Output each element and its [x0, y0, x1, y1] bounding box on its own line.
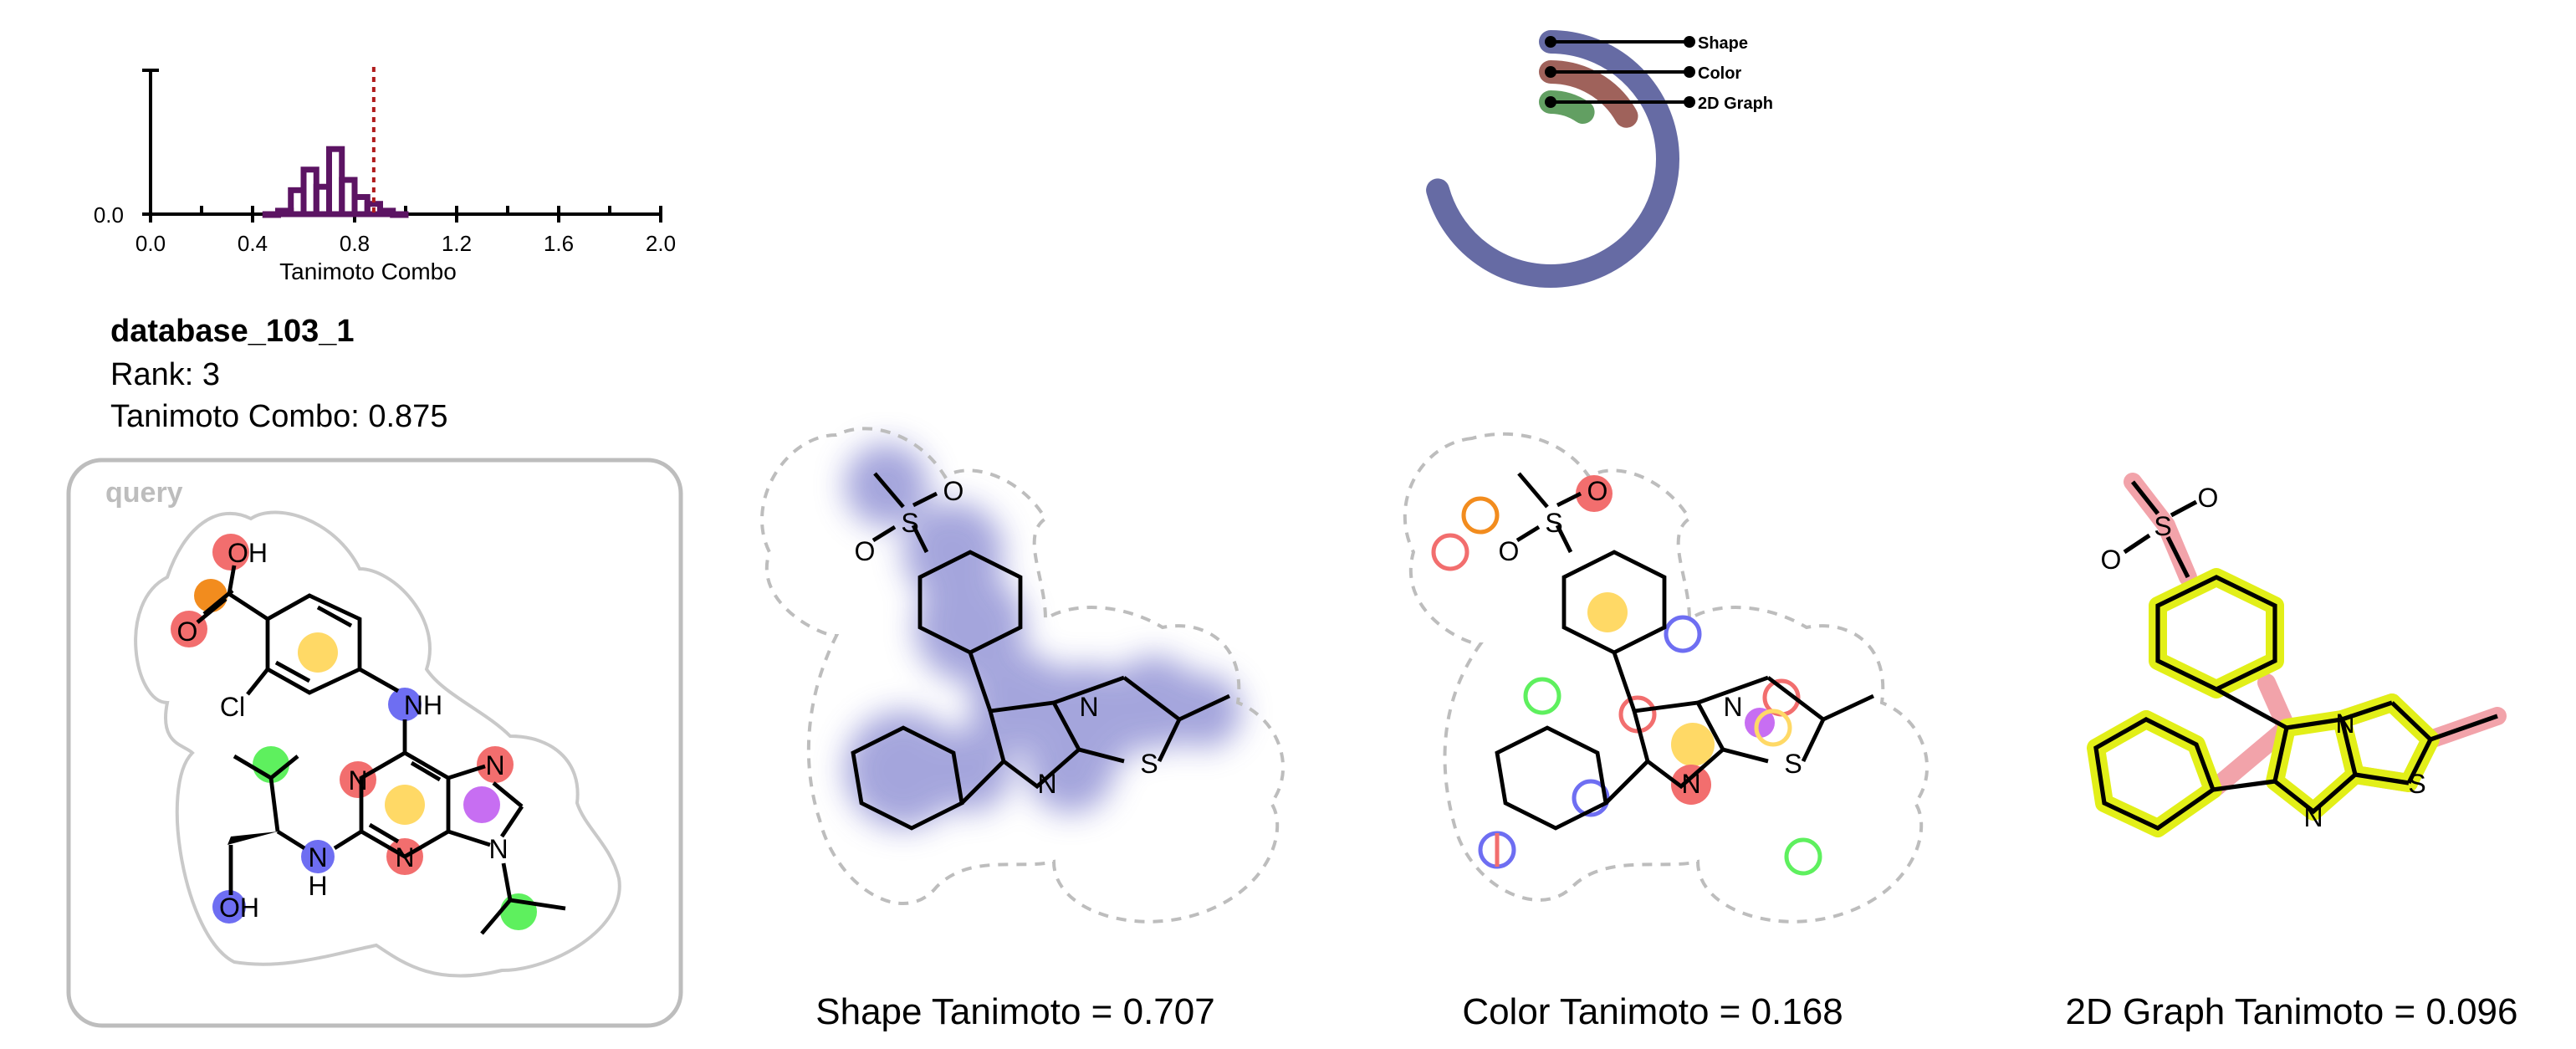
- radial-legend-label: Shape: [1698, 34, 1748, 53]
- histogram-x-tick-label: 0.0: [135, 231, 166, 256]
- svg-text:S: S: [2408, 769, 2425, 799]
- svg-text:N: N: [485, 750, 504, 780]
- histogram-x-tick-label: 0.4: [238, 231, 268, 256]
- histogram-x-label: Tanimoto Combo: [279, 258, 457, 284]
- color-reference-surface: [1403, 432, 1929, 924]
- svg-text:H: H: [308, 871, 327, 901]
- svg-text:N: N: [488, 834, 508, 864]
- histogram-x-tick-label: 0.8: [340, 231, 370, 256]
- rank-label: Rank: 3: [110, 358, 220, 393]
- svg-text:O: O: [1499, 536, 1520, 566]
- radial-legend-dot: [1545, 36, 1556, 48]
- color-acceptor-feature: [1576, 475, 1613, 512]
- svg-text:OH: OH: [227, 538, 268, 568]
- histogram-y-tick-label: 0.0: [94, 202, 124, 228]
- shape-tanimoto-caption: Shape Tanimoto = 0.707: [815, 990, 1215, 1032]
- query-molecular-surface: [134, 510, 621, 978]
- query-acceptor-feature: [212, 534, 249, 571]
- graph-atom-labels: S O O N N S: [2101, 483, 2426, 832]
- svg-text:S: S: [1545, 508, 1562, 538]
- shape-overlay-panel: S O O N N S: [760, 427, 1285, 924]
- query-donor-feature: [388, 688, 422, 721]
- graph-tanimoto-caption: 2D Graph Tanimoto = 0.096: [2065, 990, 2518, 1032]
- svg-text:O: O: [2198, 483, 2219, 513]
- svg-text:N: N: [2335, 709, 2354, 739]
- tanimoto-histogram: 0.0 0.0 0.4 0.8 1.2 1.6 2.0 Tanimoto Combo: [94, 67, 676, 284]
- graph-overlay-panel: S O O N N S: [2087, 473, 2507, 837]
- query-donor-feature: [212, 890, 246, 924]
- svg-text:N: N: [308, 842, 327, 872]
- query-donor-feature: [301, 840, 335, 873]
- svg-text:S: S: [901, 508, 918, 538]
- svg-text:S: S: [2154, 511, 2171, 541]
- svg-text:N: N: [1037, 769, 1056, 799]
- shape-atom-labels: S O O N N S: [855, 476, 1158, 799]
- svg-text:OH: OH: [219, 893, 259, 923]
- query-cation-feature: [463, 786, 500, 823]
- color-tanimoto-caption: Color Tanimoto = 0.168: [1462, 990, 1843, 1032]
- color-structure-bonds: [1495, 472, 1875, 831]
- radial-legend-dot: [1545, 96, 1556, 108]
- query-panel-border: [66, 458, 683, 1028]
- svg-text:S: S: [1784, 749, 1802, 779]
- histogram-bar: [390, 211, 409, 218]
- color-overlay-panel: S O O N N S: [1403, 432, 1929, 924]
- svg-text:O: O: [943, 476, 964, 506]
- graph-ring-highlight: [2087, 568, 2440, 837]
- shape-reference-surface: [760, 427, 1285, 924]
- histogram-x-tick-label: 1.6: [544, 231, 574, 256]
- radial-legend-dot: [1684, 36, 1695, 48]
- query-ring-feature: [298, 632, 338, 673]
- radial-legend-label: Color: [1698, 64, 1741, 83]
- histogram-x-tick-label: 2.0: [646, 231, 676, 256]
- svg-text:O: O: [1587, 476, 1608, 506]
- svg-text:O: O: [2101, 545, 2122, 575]
- molecule-name: database_103_1: [110, 315, 355, 350]
- svg-text:Cl: Cl: [220, 692, 245, 722]
- radial-bar-shape: [1426, 30, 1679, 288]
- radial-legend-dot: [1684, 66, 1695, 78]
- color-acceptor-feature: [1671, 765, 1711, 805]
- shape-structure-bonds: [851, 472, 1231, 831]
- query-panel: query: [66, 458, 683, 1028]
- color-ring-feature: [1587, 592, 1628, 632]
- color-ring-feature: [1671, 723, 1715, 766]
- radial-legend-dot: [1684, 96, 1695, 108]
- svg-text:N: N: [2303, 802, 2323, 832]
- query-acceptor-feature: [340, 761, 376, 798]
- svg-text:O: O: [177, 617, 198, 647]
- svg-text:N: N: [1723, 692, 1742, 722]
- histogram-x-tick-label: 1.2: [442, 231, 472, 256]
- graph-structure-bonds: [2093, 480, 2498, 831]
- svg-text:O: O: [855, 536, 876, 566]
- query-atom-labels: OH O Cl NH N N N N N H OH: [177, 538, 509, 923]
- radial-legend-dot: [1545, 66, 1556, 78]
- query-ring-feature: [385, 785, 425, 825]
- query-hydrophobe-feature: [500, 893, 537, 930]
- radial-legend-label: 2D Graph: [1698, 95, 1773, 113]
- query-wedge-bond: [227, 832, 278, 845]
- color-atom-labels: S O O N N S: [1499, 476, 1802, 799]
- query-acceptor-feature: [477, 746, 514, 783]
- query-label: query: [105, 477, 183, 509]
- svg-text:NH: NH: [404, 690, 442, 720]
- svg-text:N: N: [348, 765, 367, 796]
- combo-score-label: Tanimoto Combo: 0.875: [110, 400, 448, 435]
- color-cation-feature: [1745, 708, 1775, 738]
- svg-text:N: N: [1079, 692, 1098, 722]
- query-structure-bonds: [196, 565, 566, 935]
- svg-text:N: N: [1681, 769, 1700, 799]
- svg-text:N: N: [395, 842, 414, 872]
- svg-text:S: S: [1140, 749, 1158, 779]
